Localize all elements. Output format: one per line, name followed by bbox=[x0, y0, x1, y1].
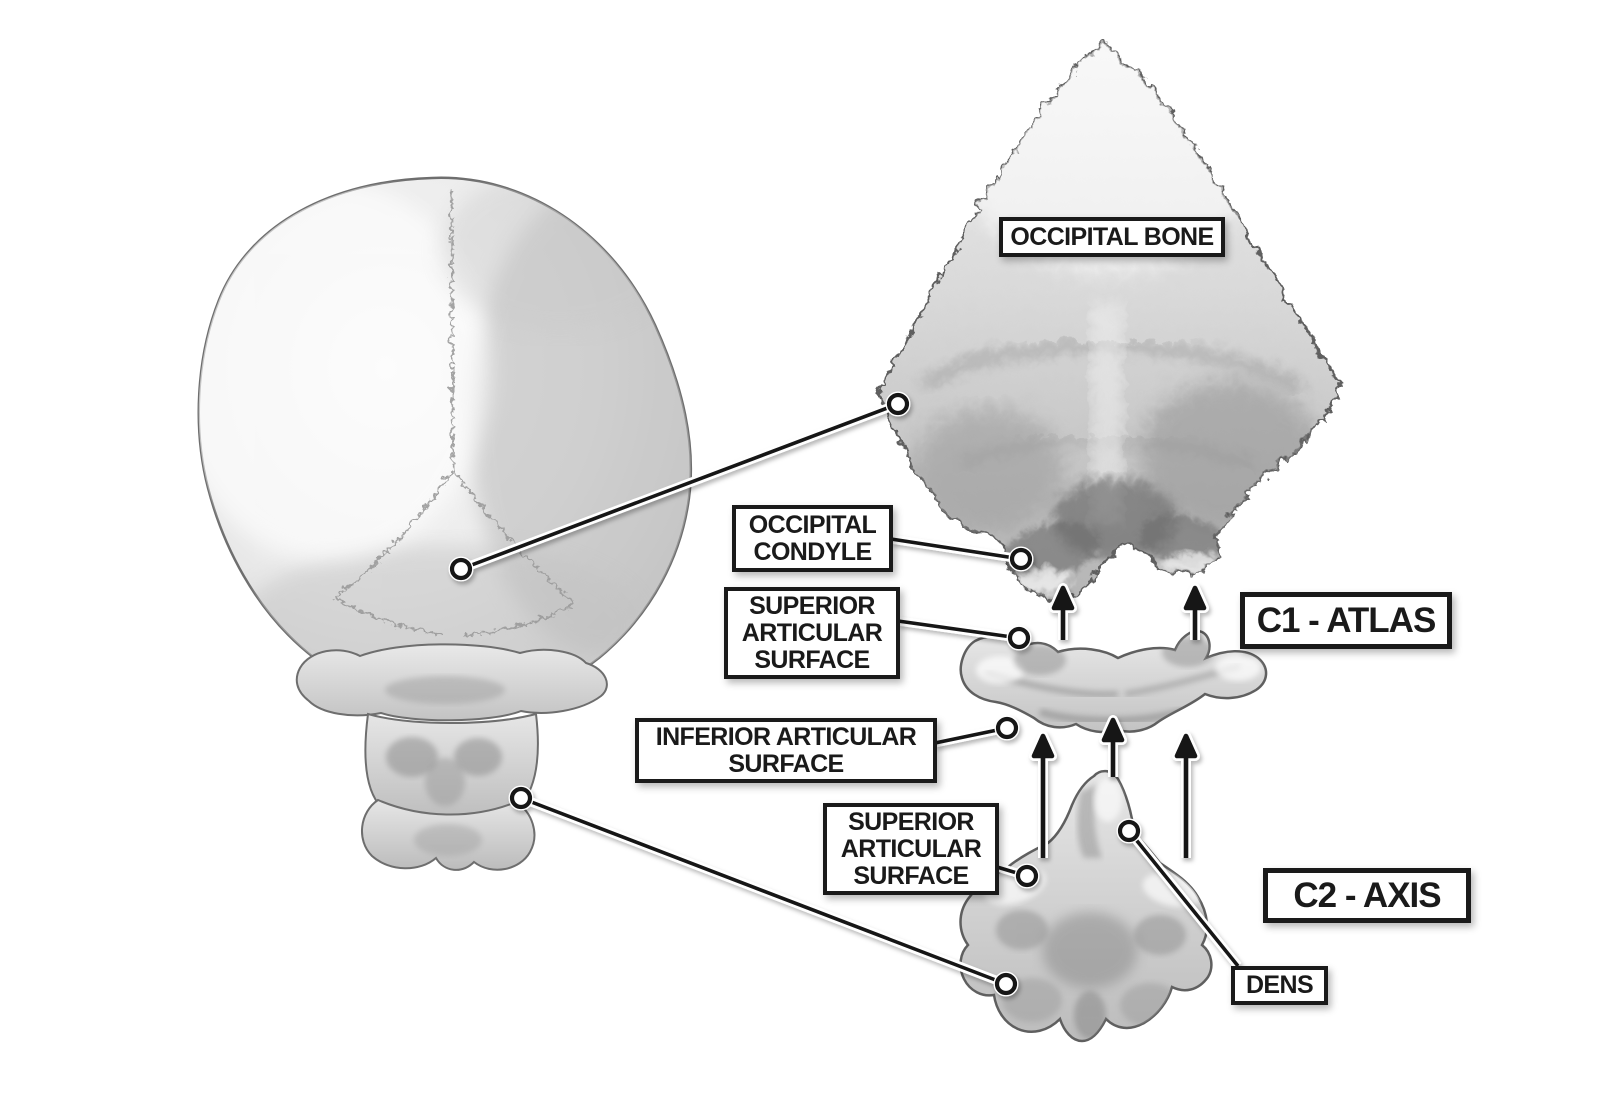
label-superior-articular-surface-c1: SUPERIOR ARTICULAR SURFACE bbox=[724, 587, 900, 679]
axis-illustration bbox=[959, 769, 1213, 1043]
label-text: OCCIPITAL bbox=[748, 510, 877, 539]
label-superior-articular-surface-c2: SUPERIOR ARTICULAR SURFACE bbox=[823, 803, 999, 895]
label-c2-axis: C2 - AXIS bbox=[1263, 868, 1471, 923]
label-text: SURFACE bbox=[853, 861, 969, 890]
label-text: SURFACE bbox=[728, 749, 844, 778]
leader-lines bbox=[448, 391, 1242, 997]
label-occipital-condyle: OCCIPITAL CONDYLE bbox=[732, 505, 893, 572]
occipital-bone-illustration bbox=[872, 38, 1340, 598]
label-text: INFERIOR ARTICULAR bbox=[655, 722, 917, 751]
label-text: SUPERIOR bbox=[848, 807, 974, 836]
label-text: SUPERIOR bbox=[749, 591, 875, 620]
atlas-shading bbox=[976, 637, 1261, 725]
label-text: ARTICULAR bbox=[840, 834, 982, 863]
circle-dot-icons bbox=[448, 391, 1142, 997]
articulation-arrows bbox=[1029, 583, 1209, 858]
label-text: CONDYLE bbox=[753, 537, 872, 566]
label-text: ARTICULAR bbox=[741, 618, 883, 647]
atlas-illustration bbox=[959, 629, 1268, 734]
label-c1-atlas: C1 - ATLAS bbox=[1240, 592, 1452, 649]
up-arrow-icons bbox=[1031, 585, 1207, 858]
skull-cervical-vertebrae bbox=[295, 643, 608, 871]
label-inferior-articular-surface: INFERIOR ARTICULAR SURFACE bbox=[635, 718, 937, 783]
label-text: SURFACE bbox=[754, 645, 870, 674]
vertebra-shading bbox=[385, 676, 505, 856]
label-text: C2 - AXIS bbox=[1293, 875, 1441, 915]
label-text: OCCIPITAL BONE bbox=[1010, 222, 1214, 251]
label-text: DENS bbox=[1245, 971, 1314, 999]
label-dens: DENS bbox=[1231, 966, 1328, 1005]
label-text: C1 - ATLAS bbox=[1256, 600, 1437, 640]
skull-sutures bbox=[332, 185, 574, 634]
label-occipital-bone: OCCIPITAL BONE bbox=[999, 217, 1225, 257]
axis-shading bbox=[984, 778, 1202, 1039]
